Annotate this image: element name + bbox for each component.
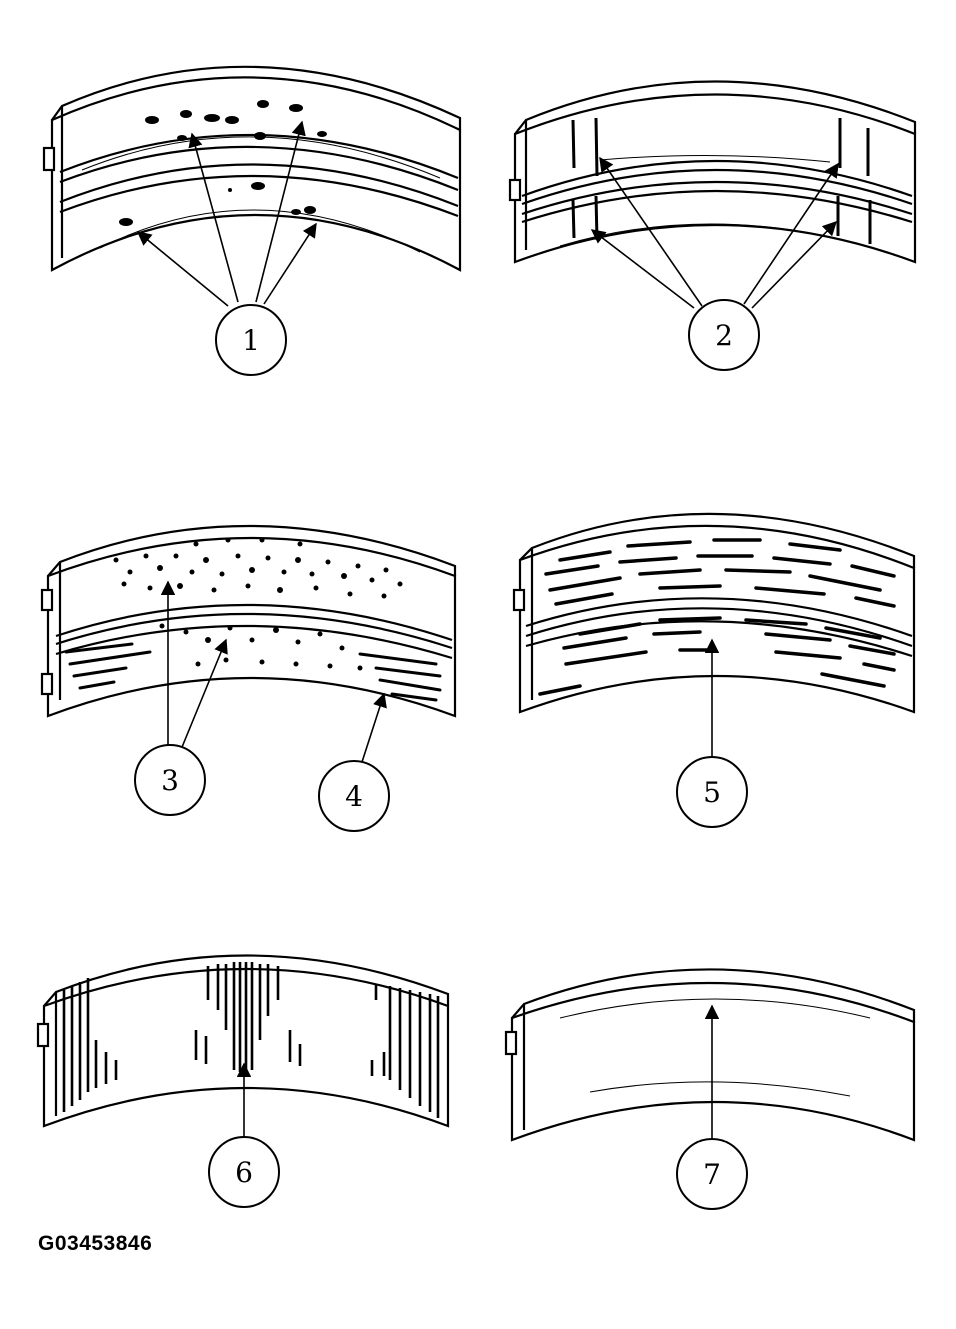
streaks-3-left bbox=[64, 642, 152, 690]
bearing-shell-6 bbox=[36, 954, 450, 1128]
scratches-2 bbox=[571, 117, 872, 244]
figure-id-label: G03453846 bbox=[38, 1232, 153, 1255]
bearing-shell-3 bbox=[40, 524, 457, 718]
callout-2: 2 bbox=[688, 299, 760, 371]
streaks-4 bbox=[358, 652, 442, 702]
bearing-shell-5 bbox=[512, 512, 916, 714]
callout-6: 6 bbox=[208, 1136, 280, 1208]
callout-1-label: 1 bbox=[242, 324, 260, 357]
spots-1 bbox=[119, 100, 327, 226]
arrows-1 bbox=[136, 120, 317, 307]
bearing-shell-1 bbox=[42, 65, 462, 272]
bearing-shell-7 bbox=[504, 968, 916, 1142]
callout-4: 4 bbox=[318, 760, 390, 832]
arrows-2 bbox=[590, 156, 839, 309]
callout-5-label: 5 bbox=[703, 776, 721, 809]
callout-7: 7 bbox=[676, 1138, 748, 1210]
callout-5: 5 bbox=[676, 756, 748, 828]
callout-4-label: 4 bbox=[345, 780, 363, 813]
streaks-5 bbox=[538, 538, 896, 696]
callout-2-label: 2 bbox=[715, 319, 733, 352]
callout-7-label: 7 bbox=[703, 1158, 721, 1191]
arrows-3-4 bbox=[160, 580, 387, 763]
callout-1: 1 bbox=[215, 304, 287, 376]
ridges-6 bbox=[62, 962, 440, 1118]
bearing-shell-2 bbox=[508, 80, 917, 264]
pits-3 bbox=[113, 537, 403, 671]
callout-3-label: 3 bbox=[161, 764, 179, 797]
callout-6-label: 6 bbox=[235, 1156, 253, 1189]
callout-3: 3 bbox=[134, 744, 206, 816]
